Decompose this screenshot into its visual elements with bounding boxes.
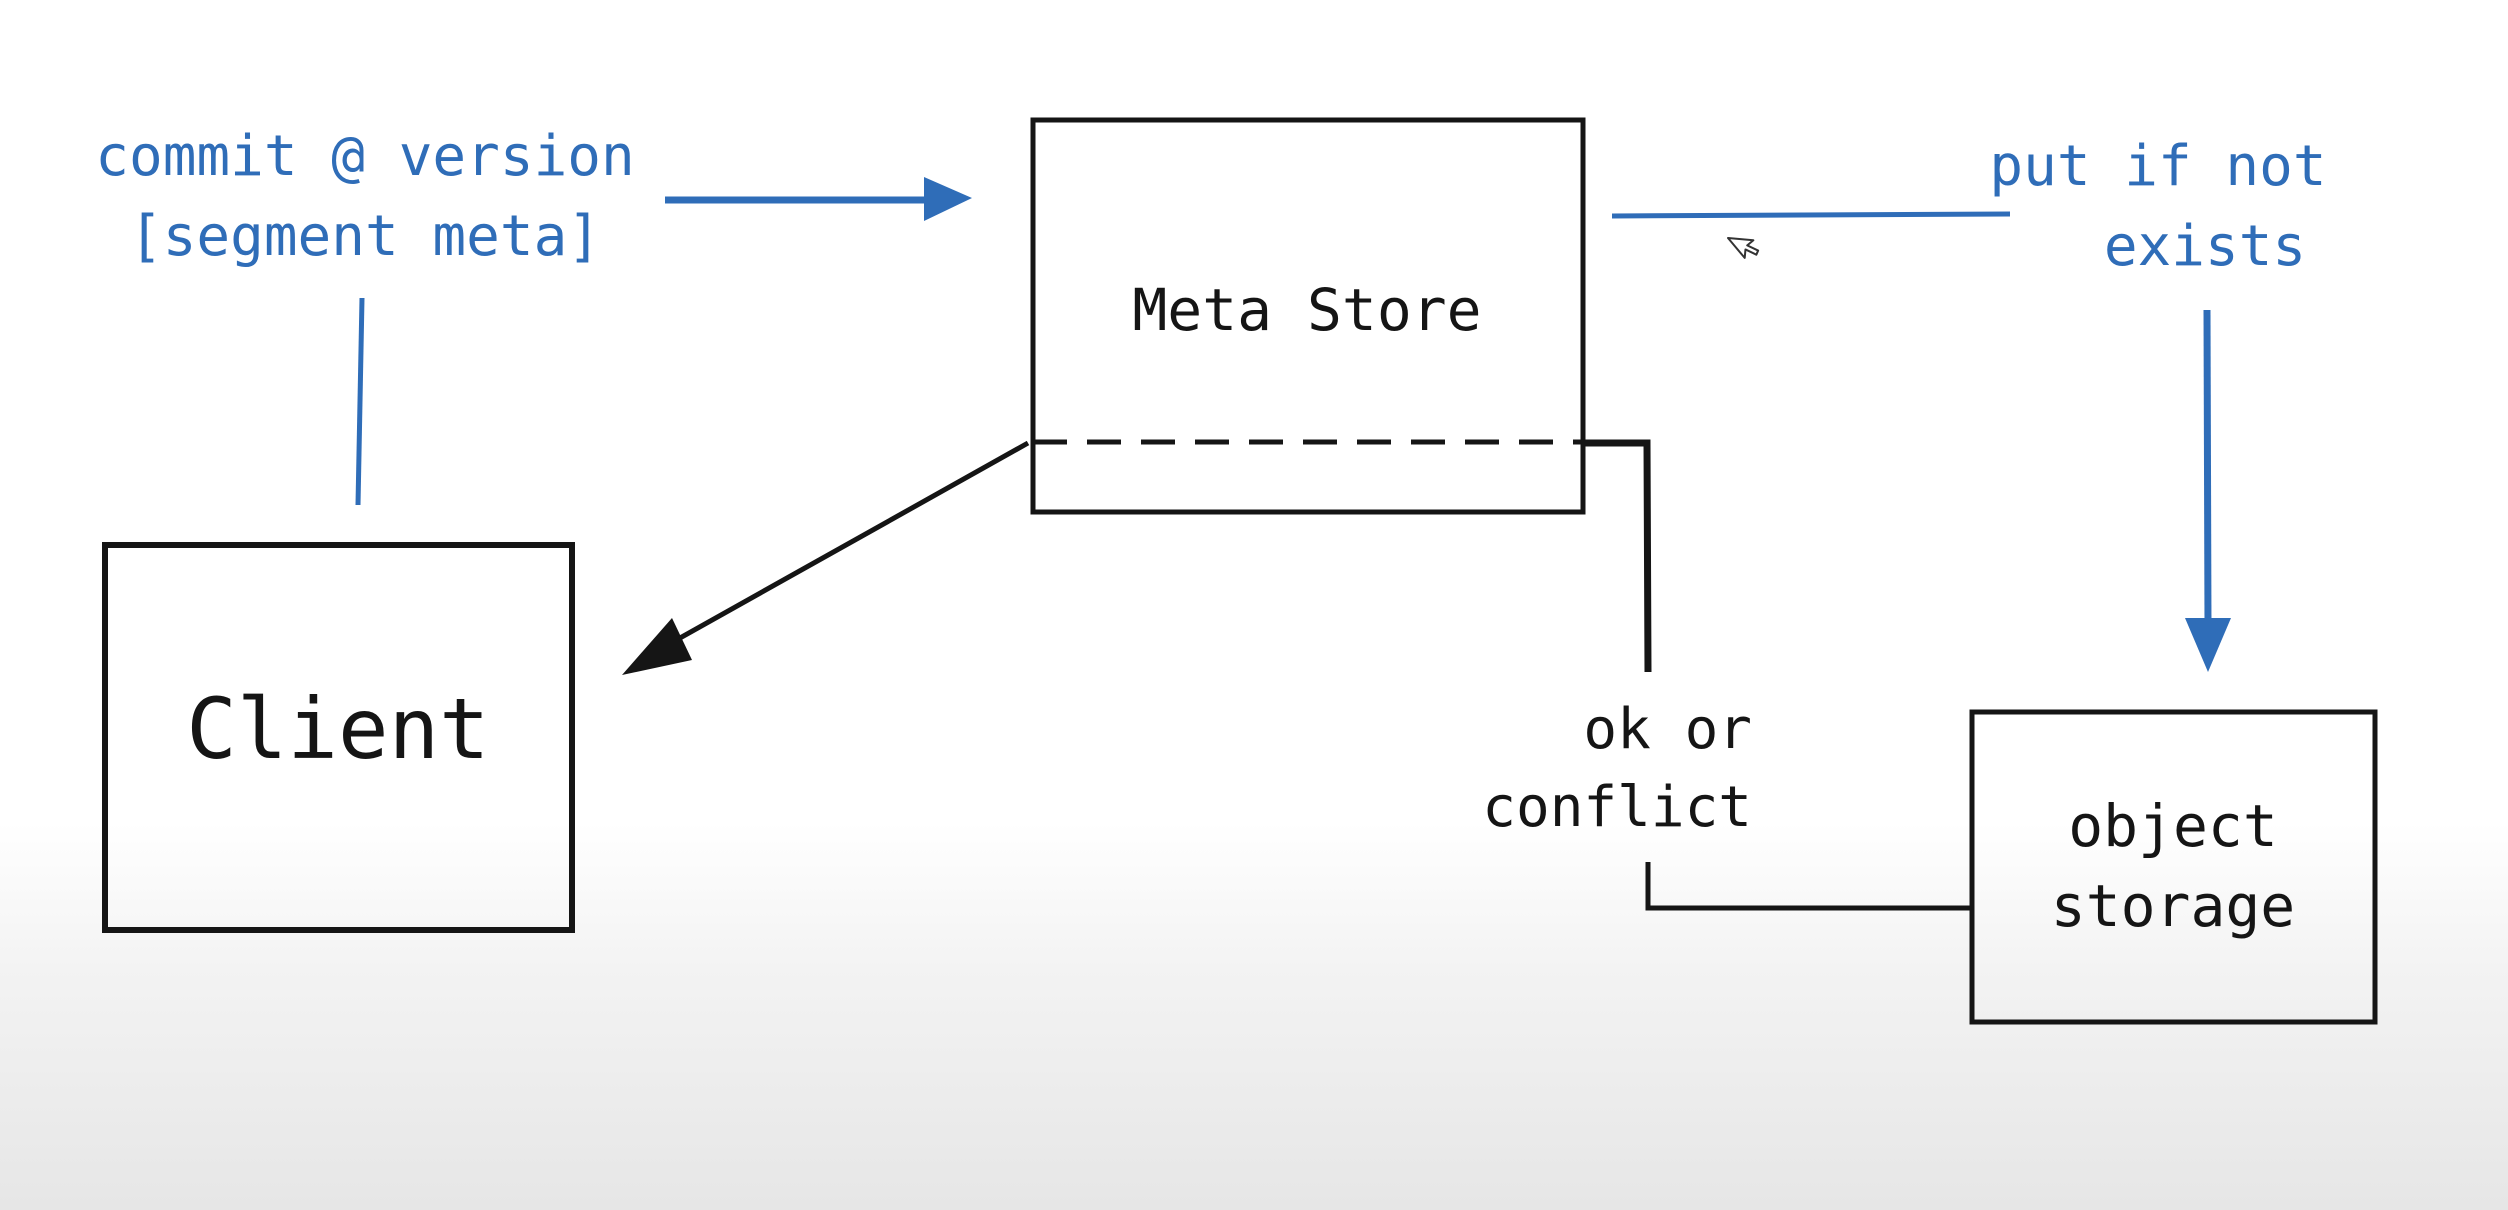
response-arrow-shaft — [653, 440, 1030, 655]
put-label-line2: exists — [2104, 214, 2306, 279]
client-label: Client — [186, 680, 489, 778]
ok-or-conflict-connector-lower — [1645, 862, 1970, 911]
ok-or-conflict-connector-upper — [1585, 439, 1652, 673]
response-arrow-head — [622, 618, 692, 675]
put-if-not-exists-edge: put if not exists — [1611, 134, 2327, 672]
client-node: Client — [102, 542, 575, 933]
ok-or-conflict-label-line1: ok or — [1583, 697, 1752, 762]
object-storage-node: object storage — [1969, 709, 2378, 1025]
meta-store-box — [1030, 117, 1586, 515]
client-box — [102, 542, 575, 933]
ok-or-conflict-label-line2: conflict — [1482, 775, 1752, 840]
meta-store-node: Meta Store — [1030, 117, 1586, 515]
put-arrow-shaft — [2203, 309, 2212, 629]
commit-label-line2: [segment meta] — [129, 204, 601, 269]
commit-label-line1: commit @ version — [95, 124, 634, 189]
object-storage-label-line1: object — [2068, 792, 2278, 860]
object-storage-box — [1969, 709, 2378, 1025]
pointer-cursor-icon — [1727, 237, 1760, 259]
put-label-line1: put if not — [1989, 134, 2326, 199]
put-arrow-head — [2185, 618, 2231, 672]
ok-or-conflict-edge: ok or conflict — [1482, 439, 1970, 911]
commit-arrow-head — [924, 177, 972, 221]
meta-store-label: Meta Store — [1132, 276, 1481, 344]
commit-connector — [355, 297, 365, 506]
put-connector — [1611, 211, 2011, 219]
commit-edge: commit @ version [segment meta] — [95, 124, 972, 506]
response-edge — [622, 440, 1030, 675]
object-storage-label-line2: storage — [2051, 872, 2295, 940]
